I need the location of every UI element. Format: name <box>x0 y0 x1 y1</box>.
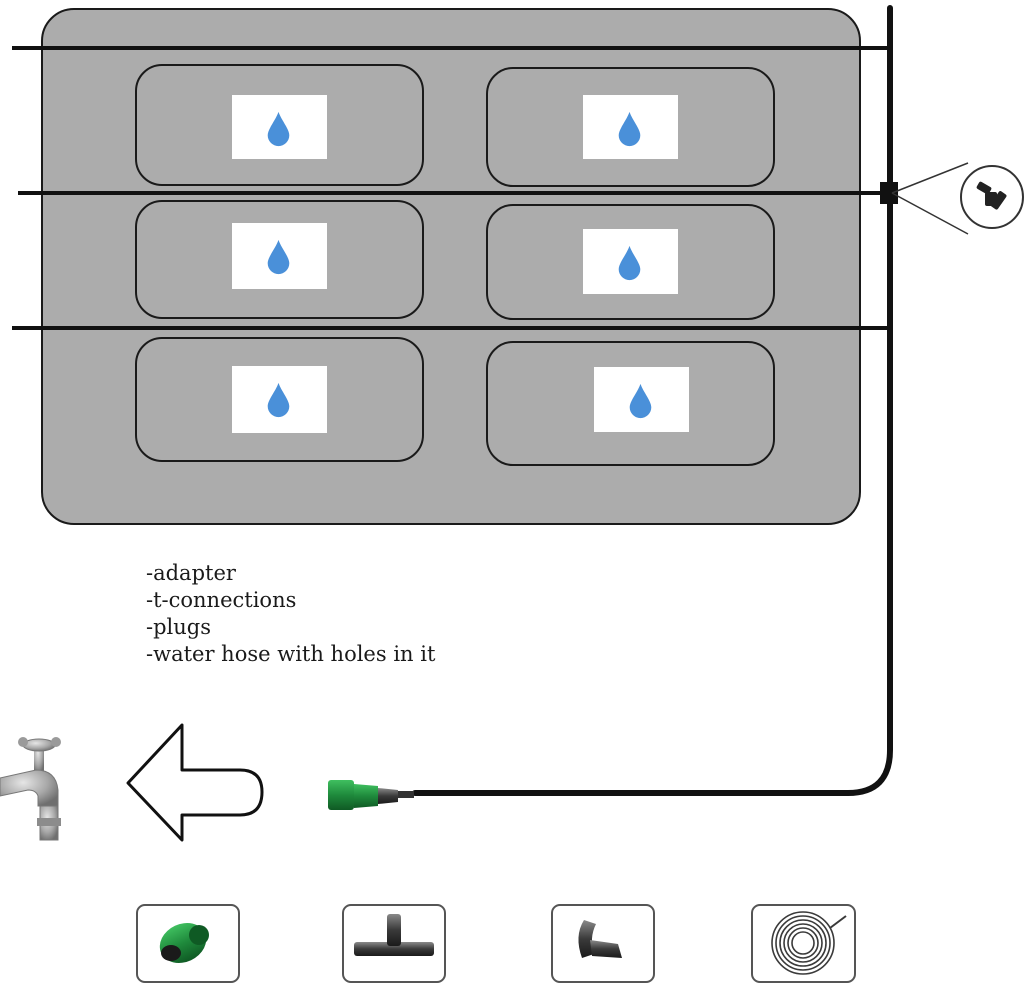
drip-lines <box>12 46 890 330</box>
planter-cell <box>486 204 775 320</box>
water-drop-label <box>594 367 689 432</box>
planter-grid <box>135 64 775 466</box>
parts-list-item: -plugs <box>146 615 211 639</box>
water-drop-label <box>583 229 678 294</box>
main-supply-hose <box>412 5 893 796</box>
parts-list-item: -adapter <box>146 561 236 585</box>
water-drop-label <box>583 95 678 159</box>
parts-list-item: -water hose with holes in it <box>146 642 436 666</box>
t-connector-callout <box>880 162 1024 235</box>
water-drop-label <box>232 95 327 159</box>
adapter-part-icon <box>136 904 240 983</box>
hose-coil-part-icon <box>751 904 856 983</box>
water-drop-label <box>232 366 327 433</box>
garden-bed <box>41 8 861 525</box>
adapter-icon <box>328 780 414 810</box>
planter-cell <box>135 200 424 319</box>
parts-list-item: -t-connections <box>146 588 297 612</box>
arrow-left-icon <box>126 723 264 842</box>
t-connector-icon <box>976 181 1007 210</box>
faucet-icon <box>0 737 61 841</box>
planter-cell <box>486 67 775 187</box>
planter-cell <box>135 337 424 462</box>
planter-cell <box>486 341 775 466</box>
parts-list: -adapter -t-connections -plugs -water ho… <box>146 560 435 668</box>
parts-row <box>136 904 856 983</box>
drop-labels <box>232 95 689 433</box>
plug-part-icon <box>551 904 655 983</box>
t-connector-part-icon <box>342 904 446 983</box>
water-drop-label <box>232 223 327 289</box>
planter-cell <box>135 64 424 186</box>
